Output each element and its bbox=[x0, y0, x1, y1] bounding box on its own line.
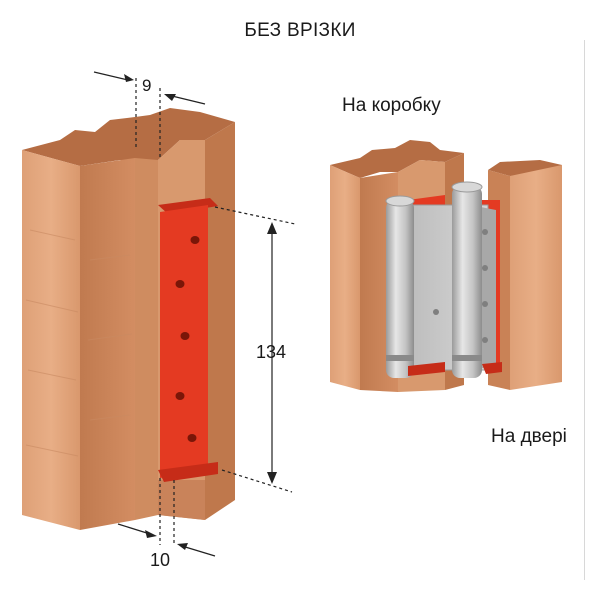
screw-hole bbox=[433, 309, 439, 315]
plate-hole bbox=[175, 280, 185, 288]
frame-top-surface bbox=[22, 108, 235, 166]
screw-hole bbox=[482, 301, 488, 307]
mounting-plate bbox=[158, 198, 218, 482]
frame-rebate-face bbox=[135, 158, 158, 520]
hinge-barrel-right bbox=[451, 181, 483, 378]
right-frame-top bbox=[330, 140, 464, 178]
dimension-arrows bbox=[124, 74, 277, 550]
plate-hole bbox=[187, 434, 197, 442]
hinge-screw-holes bbox=[433, 229, 488, 343]
screw-hole bbox=[482, 337, 488, 343]
plate-hole bbox=[175, 392, 185, 400]
door-mount-label: На дверi bbox=[491, 426, 567, 447]
left-frame-illustration bbox=[22, 71, 296, 557]
frame-bottom-step bbox=[158, 480, 205, 520]
frame-left-block bbox=[22, 150, 80, 530]
plate-bottom-flange bbox=[158, 462, 218, 482]
dimension-lines bbox=[93, 71, 296, 557]
right-door-front bbox=[510, 165, 562, 390]
plate-hole bbox=[190, 236, 200, 244]
wood-grain bbox=[25, 229, 133, 457]
page-edge-line bbox=[584, 40, 585, 580]
right-hinge-illustration bbox=[330, 140, 562, 392]
frame-mount-label: На коробку bbox=[342, 95, 441, 116]
dimension-plate-length: 134 bbox=[256, 342, 287, 362]
screw-hole bbox=[482, 265, 488, 271]
frame-left-side bbox=[80, 158, 135, 530]
dimension-top-gap: 9 bbox=[142, 76, 152, 95]
frame-right-face bbox=[205, 122, 235, 520]
plate-body bbox=[160, 205, 208, 478]
door-plate-bottom-tab bbox=[482, 362, 502, 374]
hinge-barrel-left bbox=[385, 195, 415, 378]
page-title: БЕЗ ВРІЗКИ bbox=[244, 20, 356, 41]
frame-plate-bottom-tab bbox=[408, 362, 445, 376]
screw-hole bbox=[482, 229, 488, 235]
right-frame-front bbox=[330, 165, 360, 390]
plate-hole bbox=[180, 332, 190, 340]
plate-top-flange bbox=[158, 198, 218, 214]
dimension-bottom-gap: 10 bbox=[150, 550, 171, 570]
